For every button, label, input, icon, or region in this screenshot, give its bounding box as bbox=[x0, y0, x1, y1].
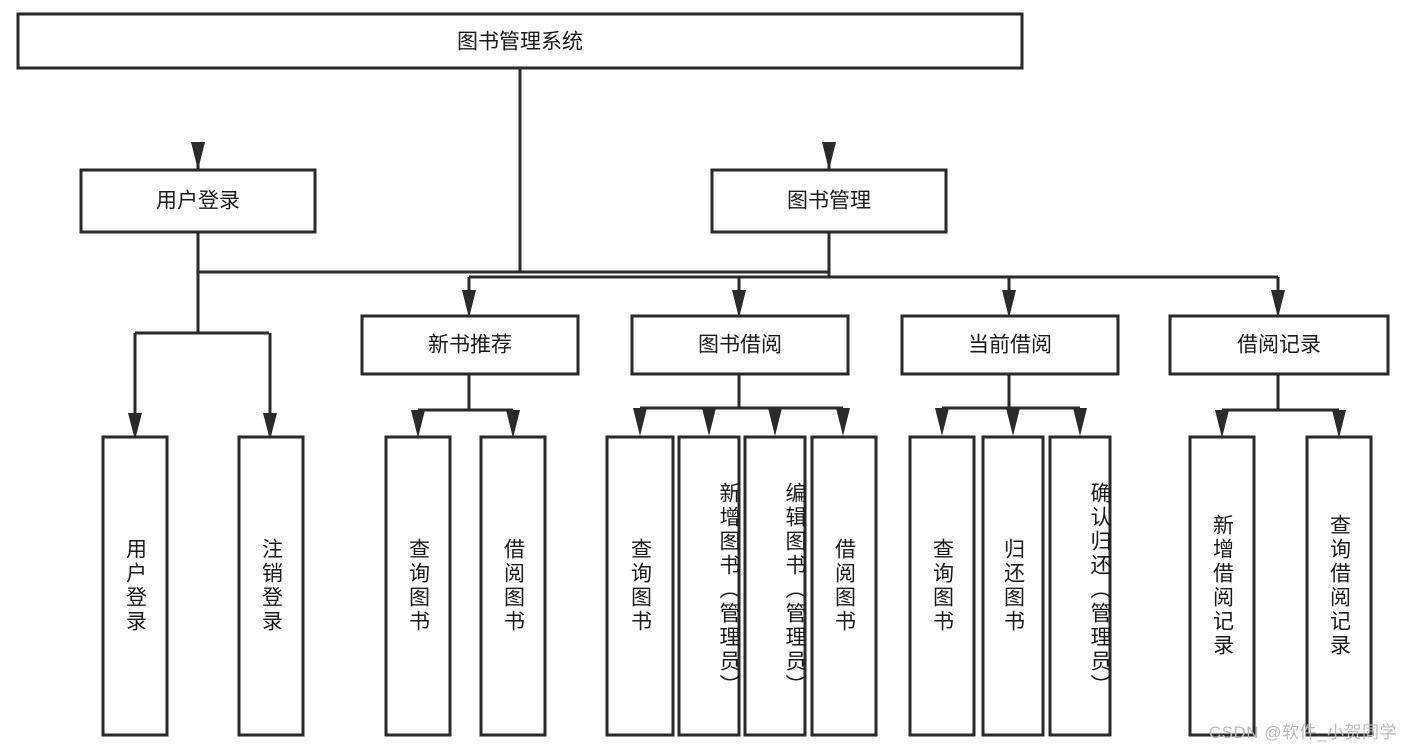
node-root-book-management-system[interactable] bbox=[16, 12, 1024, 70]
connector-layer bbox=[128, 68, 1346, 440]
arrowhead-newbook-l1 bbox=[411, 410, 425, 438]
arrowhead-current-l2 bbox=[1006, 408, 1020, 436]
node-leaf-query-borrow-record[interactable] bbox=[1305, 435, 1373, 737]
node-label-user-login: 用户登录 bbox=[156, 190, 240, 213]
node-label-book-management: 图书管理 bbox=[787, 190, 871, 213]
node-leaf-logout[interactable] bbox=[237, 435, 305, 737]
arrowhead-book-manage-c1 bbox=[462, 290, 476, 318]
arrowhead-borrow-l2 bbox=[702, 408, 716, 436]
arrowhead-book-manage-c2 bbox=[732, 290, 746, 318]
node-label-current-borrow: 当前借阅 bbox=[968, 334, 1052, 357]
arrowhead-user-login-leaf2 bbox=[263, 413, 277, 440]
node-leaf-query-book-current[interactable] bbox=[908, 435, 976, 737]
node-label-borrow-record: 借阅记录 bbox=[1237, 334, 1321, 357]
node-leaf-return-book[interactable] bbox=[981, 435, 1045, 737]
node-new-book-recommend[interactable] bbox=[360, 314, 580, 376]
arrowhead-user-login-leaf1 bbox=[128, 413, 142, 440]
node-leaf-query-book-borrow[interactable] bbox=[605, 435, 675, 737]
arrowhead-borrow-l4 bbox=[836, 408, 850, 436]
node-book-borrow[interactable] bbox=[630, 314, 850, 376]
node-leaf-borrow-book[interactable] bbox=[810, 435, 878, 737]
node-leaf-query-book-newbook[interactable] bbox=[384, 435, 452, 737]
node-label-book-borrow: 图书借阅 bbox=[698, 334, 782, 357]
node-current-borrow[interactable] bbox=[900, 314, 1120, 376]
node-label-root: 图书管理系统 bbox=[457, 31, 583, 54]
arrowhead-record-l1 bbox=[1215, 410, 1229, 438]
node-label-new-book-recommend: 新书推荐 bbox=[428, 334, 512, 357]
node-leaf-borrow-book-newbook[interactable] bbox=[479, 435, 547, 737]
csdn-watermark: CSDN @软件_小贺同学 bbox=[1208, 723, 1397, 742]
node-leaf-edit-book-admin[interactable] bbox=[743, 435, 807, 737]
arrowhead-current-l1 bbox=[935, 408, 949, 436]
arrowhead-book-manage-c3 bbox=[1002, 290, 1016, 318]
arrowhead-newbook-l2 bbox=[506, 410, 520, 438]
node-leaf-add-borrow-record[interactable] bbox=[1188, 435, 1256, 737]
arrowhead-current-l3 bbox=[1073, 408, 1087, 436]
node-borrow-record[interactable] bbox=[1168, 314, 1390, 376]
arrowhead-borrow-l3 bbox=[768, 408, 782, 436]
arrowhead-book-manage bbox=[822, 142, 836, 170]
arrowhead-borrow-l1 bbox=[633, 408, 647, 436]
node-book-management[interactable] bbox=[710, 168, 948, 234]
node-leaf-user-login[interactable] bbox=[101, 435, 169, 737]
node-leaf-add-book-admin[interactable] bbox=[677, 435, 741, 737]
arrowhead-record-l2 bbox=[1332, 410, 1346, 438]
node-user-login[interactable] bbox=[79, 168, 317, 234]
node-layer: 图书管理系统 用户登录 图书管理 新书推荐 图书借阅 当前借阅 借阅记录 bbox=[16, 12, 1390, 737]
arrowhead-user-login bbox=[191, 142, 205, 170]
arrowhead-book-manage-c4 bbox=[1271, 290, 1285, 318]
node-leaf-confirm-return-admin[interactable] bbox=[1048, 435, 1112, 737]
